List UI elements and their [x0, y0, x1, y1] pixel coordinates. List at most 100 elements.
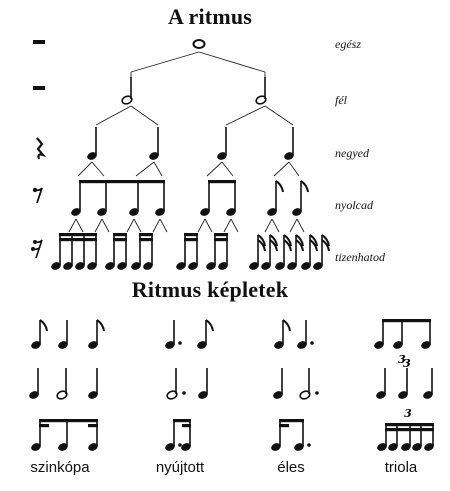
note-head — [206, 262, 216, 270]
eighth-rest-icon — [32, 187, 43, 204]
note-head — [31, 443, 41, 451]
whole-note-head — [192, 39, 206, 49]
pattern-syncopation-row3 — [31, 419, 98, 451]
tree-branch — [264, 105, 294, 126]
tree-branch — [68, 218, 77, 233]
pattern-dotted-row3 — [165, 419, 191, 451]
note-head — [143, 262, 153, 270]
sixteenth-beam — [214, 238, 228, 242]
note-flag — [283, 239, 292, 252]
whole-note — [192, 39, 206, 49]
tree-branch — [206, 161, 223, 177]
tree-branch — [223, 218, 232, 233]
half-rest-icon — [33, 86, 45, 90]
note-flag — [295, 239, 304, 252]
note-flag — [269, 239, 278, 252]
sixteenth-beam — [113, 233, 127, 237]
tree-branch — [273, 161, 290, 177]
note-head — [388, 443, 398, 451]
beam — [39, 419, 98, 423]
tree-branch — [197, 218, 206, 233]
note-head — [165, 443, 175, 451]
sixteenth-beam — [88, 424, 98, 428]
note-head — [75, 262, 85, 270]
note-flag — [257, 239, 266, 252]
note-head — [313, 262, 323, 270]
note-head — [412, 443, 422, 451]
note-flag — [96, 319, 105, 332]
tree-branch — [159, 218, 168, 233]
note-flag — [39, 319, 48, 332]
note-head — [292, 208, 302, 216]
tree-branch — [126, 218, 135, 233]
note-head — [226, 208, 236, 216]
pattern-sharp-row1 — [274, 319, 314, 349]
tree-branch — [264, 218, 273, 233]
note-head — [165, 341, 175, 349]
note-head — [261, 262, 271, 270]
note-flag — [321, 234, 330, 247]
tree-branch — [77, 161, 93, 177]
note-head — [374, 341, 384, 349]
note-head — [97, 208, 107, 216]
row-label-sixteenth: tizenhatod — [335, 250, 385, 264]
note-head — [297, 341, 307, 349]
note-head — [181, 443, 191, 451]
eighth-beam — [208, 180, 236, 184]
page-title: A ritmus — [167, 4, 253, 29]
note-head — [284, 152, 294, 160]
note-head — [88, 443, 98, 451]
tuplet-number: 3 — [404, 407, 412, 420]
augmentation-dot — [310, 341, 314, 345]
note-flag — [300, 180, 309, 193]
sixteenth-beam — [184, 233, 198, 237]
note-head — [200, 208, 210, 216]
pattern-triplet-row1: 3 — [374, 319, 431, 366]
half-notes-row — [121, 77, 267, 105]
row-label-quarter: negyed — [335, 146, 369, 160]
tree-branch — [289, 218, 298, 233]
sixteenth-beam — [184, 238, 198, 242]
note-head — [294, 443, 304, 451]
note-head — [58, 341, 68, 349]
note-flag — [275, 180, 284, 193]
tree-branch — [75, 218, 84, 233]
note-flag — [309, 234, 318, 247]
sixteenth-beam — [279, 424, 289, 428]
sixteenth-beam — [59, 238, 97, 242]
note-head — [149, 152, 159, 160]
note-flag — [309, 239, 318, 252]
tree-branch — [133, 218, 142, 233]
note-head — [87, 262, 97, 270]
rest-stroke — [32, 239, 43, 259]
tree-branch — [225, 105, 266, 126]
note-head — [401, 443, 411, 451]
tree-branch — [101, 218, 110, 233]
tree-branches — [68, 51, 305, 233]
note-head — [58, 443, 68, 451]
tree-branch — [230, 218, 239, 233]
sixteenth-rest-icon — [31, 239, 43, 259]
note-flag — [205, 319, 214, 332]
note-head — [131, 262, 141, 270]
note-head — [31, 341, 41, 349]
note-head — [198, 391, 208, 399]
pattern-sharp-row2 — [273, 368, 319, 400]
tree-branch — [130, 51, 200, 73]
rest-stroke — [34, 187, 43, 204]
tree-branch — [135, 161, 155, 177]
note-head — [88, 391, 98, 399]
tuplet-number: 3 — [403, 357, 411, 370]
note-head — [273, 391, 283, 399]
note-head — [421, 341, 431, 349]
row-label-half: fél — [335, 93, 347, 107]
pattern-label-dotted: nyújtott — [155, 459, 205, 476]
sixteenth-beam — [39, 424, 49, 428]
sixteenth-beam — [139, 233, 153, 237]
tree-branch — [221, 161, 234, 177]
note-flag — [257, 234, 266, 247]
sixteenth-beam — [385, 423, 434, 427]
sixteenth-beam — [59, 233, 97, 237]
